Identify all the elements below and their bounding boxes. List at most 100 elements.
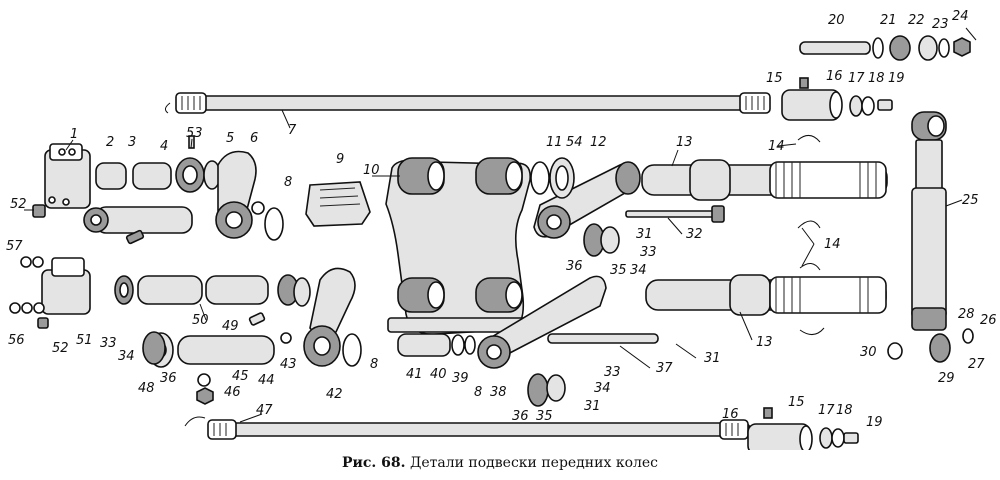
callout-52-lower: 52 bbox=[52, 341, 69, 356]
pin-20-to-24 bbox=[799, 27, 977, 61]
callout-14-upper: 14 bbox=[768, 139, 785, 154]
bearing-43 bbox=[277, 274, 311, 344]
callout-34-upper: 34 bbox=[630, 263, 647, 278]
callout-39: 39 bbox=[452, 371, 469, 386]
callout-21: 21 bbox=[880, 13, 897, 28]
callout-53: 53 bbox=[186, 126, 203, 141]
bushings-50 bbox=[114, 275, 269, 305]
callout-30: 30 bbox=[860, 345, 877, 360]
callout-22: 22 bbox=[908, 13, 925, 28]
callout-26: 26 bbox=[980, 313, 997, 328]
callout-19-lower: 19 bbox=[866, 415, 883, 430]
clamp-bracket-51 bbox=[9, 256, 91, 329]
rings-14 bbox=[797, 135, 825, 335]
callout-10: 10 bbox=[363, 163, 380, 178]
suspension-parts-drawing: 1 2 3 4 53 5 6 7 8 9 10 11 54 12 13 13 1… bbox=[6, 9, 997, 450]
seals-35-36 bbox=[142, 223, 620, 407]
callout-37: 37 bbox=[656, 361, 673, 376]
callout-42: 42 bbox=[326, 387, 343, 402]
callout-38: 38 bbox=[490, 385, 507, 400]
callout-31-middle: 31 bbox=[704, 351, 721, 366]
callout-15-lower: 15 bbox=[788, 395, 805, 410]
callout-33-middle: 33 bbox=[604, 365, 621, 380]
bushing-16-lower bbox=[747, 407, 859, 450]
lever-42 bbox=[303, 267, 362, 367]
callout-52-upper: 52 bbox=[10, 197, 27, 212]
callout-12: 12 bbox=[590, 135, 607, 150]
callout-8-middle: 8 bbox=[370, 357, 378, 372]
callout-19-upper: 19 bbox=[888, 71, 905, 86]
callout-6: 6 bbox=[250, 131, 258, 146]
callout-43: 43 bbox=[280, 357, 297, 372]
callout-7: 7 bbox=[288, 123, 297, 138]
callout-36-lower: 36 bbox=[512, 409, 529, 424]
shaft-13-lower bbox=[645, 274, 887, 316]
callout-27: 27 bbox=[968, 357, 985, 372]
callout-5: 5 bbox=[226, 131, 234, 146]
callout-34-lower: 34 bbox=[594, 381, 611, 396]
callout-32: 32 bbox=[686, 227, 703, 242]
callout-46: 46 bbox=[224, 385, 241, 400]
callout-23: 23 bbox=[932, 17, 949, 32]
pins-41 bbox=[397, 333, 476, 357]
arm-12 bbox=[533, 161, 641, 239]
callout-34-left: 34 bbox=[118, 349, 135, 364]
callout-35-upper: 35 bbox=[610, 263, 627, 278]
callout-54: 54 bbox=[566, 135, 583, 150]
callout-36-left: 36 bbox=[160, 371, 177, 386]
callout-49: 49 bbox=[222, 319, 239, 334]
leader-lines bbox=[24, 109, 963, 423]
callout-44: 44 bbox=[258, 373, 275, 388]
callout-36-upper: 36 bbox=[566, 259, 583, 274]
lever-6 bbox=[215, 150, 284, 241]
frame-10 bbox=[385, 157, 531, 335]
callout-16-lower: 16 bbox=[722, 407, 739, 422]
callout-57: 57 bbox=[6, 239, 23, 254]
figure-title: Детали подвески передних колес bbox=[409, 455, 659, 471]
callout-33-left: 33 bbox=[100, 336, 117, 351]
callout-18-upper: 18 bbox=[868, 71, 885, 86]
callout-31-lower: 31 bbox=[584, 399, 601, 414]
callout-labels: 1 2 3 4 53 5 6 7 8 9 10 11 54 12 13 13 1… bbox=[6, 9, 997, 430]
arm-37 bbox=[477, 275, 659, 369]
callout-9: 9 bbox=[336, 152, 344, 167]
bracket-9 bbox=[305, 181, 371, 227]
torsion-bar-47 bbox=[184, 416, 751, 440]
callout-40: 40 bbox=[430, 367, 447, 382]
callout-28: 28 bbox=[958, 307, 975, 322]
callout-16-upper: 16 bbox=[826, 69, 843, 84]
callout-17-lower: 17 bbox=[818, 403, 835, 418]
figure-number: Рис. 68. bbox=[341, 455, 406, 471]
figure-caption: Рис. 68. Детали подвески передних колес bbox=[0, 455, 1000, 471]
bushing-16-upper bbox=[781, 77, 893, 121]
callout-13-lower: 13 bbox=[756, 335, 773, 350]
shaft-44 bbox=[148, 312, 275, 405]
callout-56: 56 bbox=[8, 333, 25, 348]
callout-25: 25 bbox=[962, 193, 979, 208]
bolt-32 bbox=[625, 205, 725, 223]
callout-1: 1 bbox=[70, 127, 78, 142]
callout-13-upper: 13 bbox=[676, 135, 693, 150]
callout-29: 29 bbox=[938, 371, 955, 386]
callout-50: 50 bbox=[192, 313, 209, 328]
callout-20: 20 bbox=[828, 13, 845, 28]
shaft-sleeve bbox=[83, 206, 193, 245]
callout-45: 45 bbox=[232, 369, 249, 384]
torsion-bar-7 bbox=[164, 92, 771, 114]
callout-35-lower: 35 bbox=[536, 409, 553, 424]
callout-4: 4 bbox=[160, 139, 168, 154]
shock-absorber-25 bbox=[887, 111, 974, 363]
seals-11-54 bbox=[530, 157, 575, 199]
bearing-4-53 bbox=[175, 135, 221, 193]
shaft-13-upper bbox=[641, 159, 888, 201]
callout-14-lower: 14 bbox=[824, 237, 841, 252]
callout-8-top: 8 bbox=[284, 175, 292, 190]
bushing-2-3 bbox=[95, 162, 172, 190]
callout-11: 11 bbox=[546, 135, 563, 150]
callout-24: 24 bbox=[952, 9, 969, 24]
callout-31-upper: 31 bbox=[636, 227, 653, 242]
callout-18-lower: 18 bbox=[836, 403, 853, 418]
callout-41: 41 bbox=[406, 367, 423, 382]
callout-48: 48 bbox=[138, 381, 155, 396]
